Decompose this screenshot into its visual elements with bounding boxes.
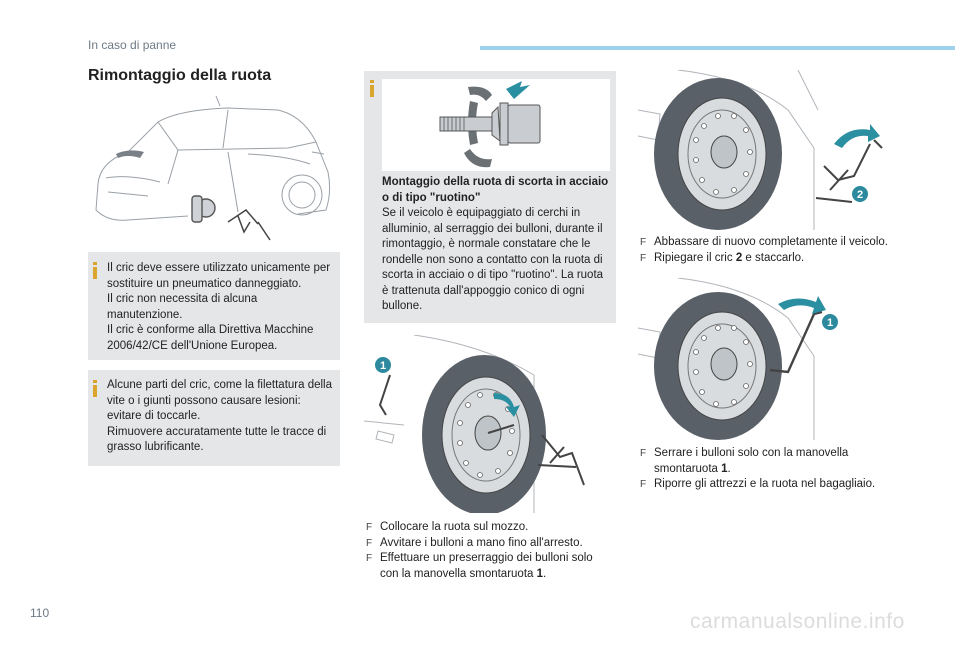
page-number: 110 xyxy=(30,606,50,620)
info-box-spare-wheel: Montaggio della ruota di scorta in accia… xyxy=(364,71,616,323)
info-icon xyxy=(93,380,97,400)
bullet-icon: F xyxy=(366,522,373,533)
box-title-end: " xyxy=(474,191,481,204)
bullet-icon: F xyxy=(366,537,373,549)
box-title: Montaggio della ruota di scorta in accia… xyxy=(382,176,609,204)
car-jack-illustration xyxy=(88,92,340,252)
watermark: carmanualsonline.info xyxy=(690,610,905,633)
info-box-jack-usage: Il cric deve essere utilizzato unicament… xyxy=(88,252,340,360)
bullet-icon: F xyxy=(366,553,373,564)
badge-2: 2 xyxy=(852,186,868,202)
box-body: Se il veicolo è equipaggiato di cerchi i… xyxy=(382,207,604,312)
info-box-text: Il cric deve essere utilizzato unicament… xyxy=(107,262,331,352)
section-header: In caso di panne xyxy=(88,38,177,52)
badge-1: 1 xyxy=(375,357,391,373)
page-title: Rimontaggio della ruota xyxy=(88,67,272,84)
badge-1: 1 xyxy=(822,314,838,330)
info-box-text: Alcune parti del cric, come la filettatu… xyxy=(107,379,332,453)
badge-1-label: 1 xyxy=(380,360,386,372)
info-icon xyxy=(370,80,374,100)
wheel-mounting-illustration: 1 xyxy=(364,335,616,513)
bullet-icon: F xyxy=(640,448,647,459)
info-icon xyxy=(93,262,97,282)
bullet-icon: F xyxy=(640,237,647,248)
info-box-jack-warning: Alcune parti del cric, come la filettatu… xyxy=(88,370,340,466)
box-title-bold: ruotino xyxy=(435,191,475,204)
tightening-bolts-illustration: 1 xyxy=(638,278,888,440)
info-box-text: Montaggio della ruota di scorta in accia… xyxy=(382,175,612,315)
lowering-vehicle-illustration: 2 xyxy=(638,70,888,230)
badge-1-label: 1 xyxy=(827,317,833,329)
bullet-icon: F xyxy=(640,479,647,490)
badge-2-label: 2 xyxy=(857,189,863,201)
bolt-illustration xyxy=(382,79,610,171)
bullet-icon: F xyxy=(640,252,647,264)
header-rule xyxy=(480,46,955,50)
